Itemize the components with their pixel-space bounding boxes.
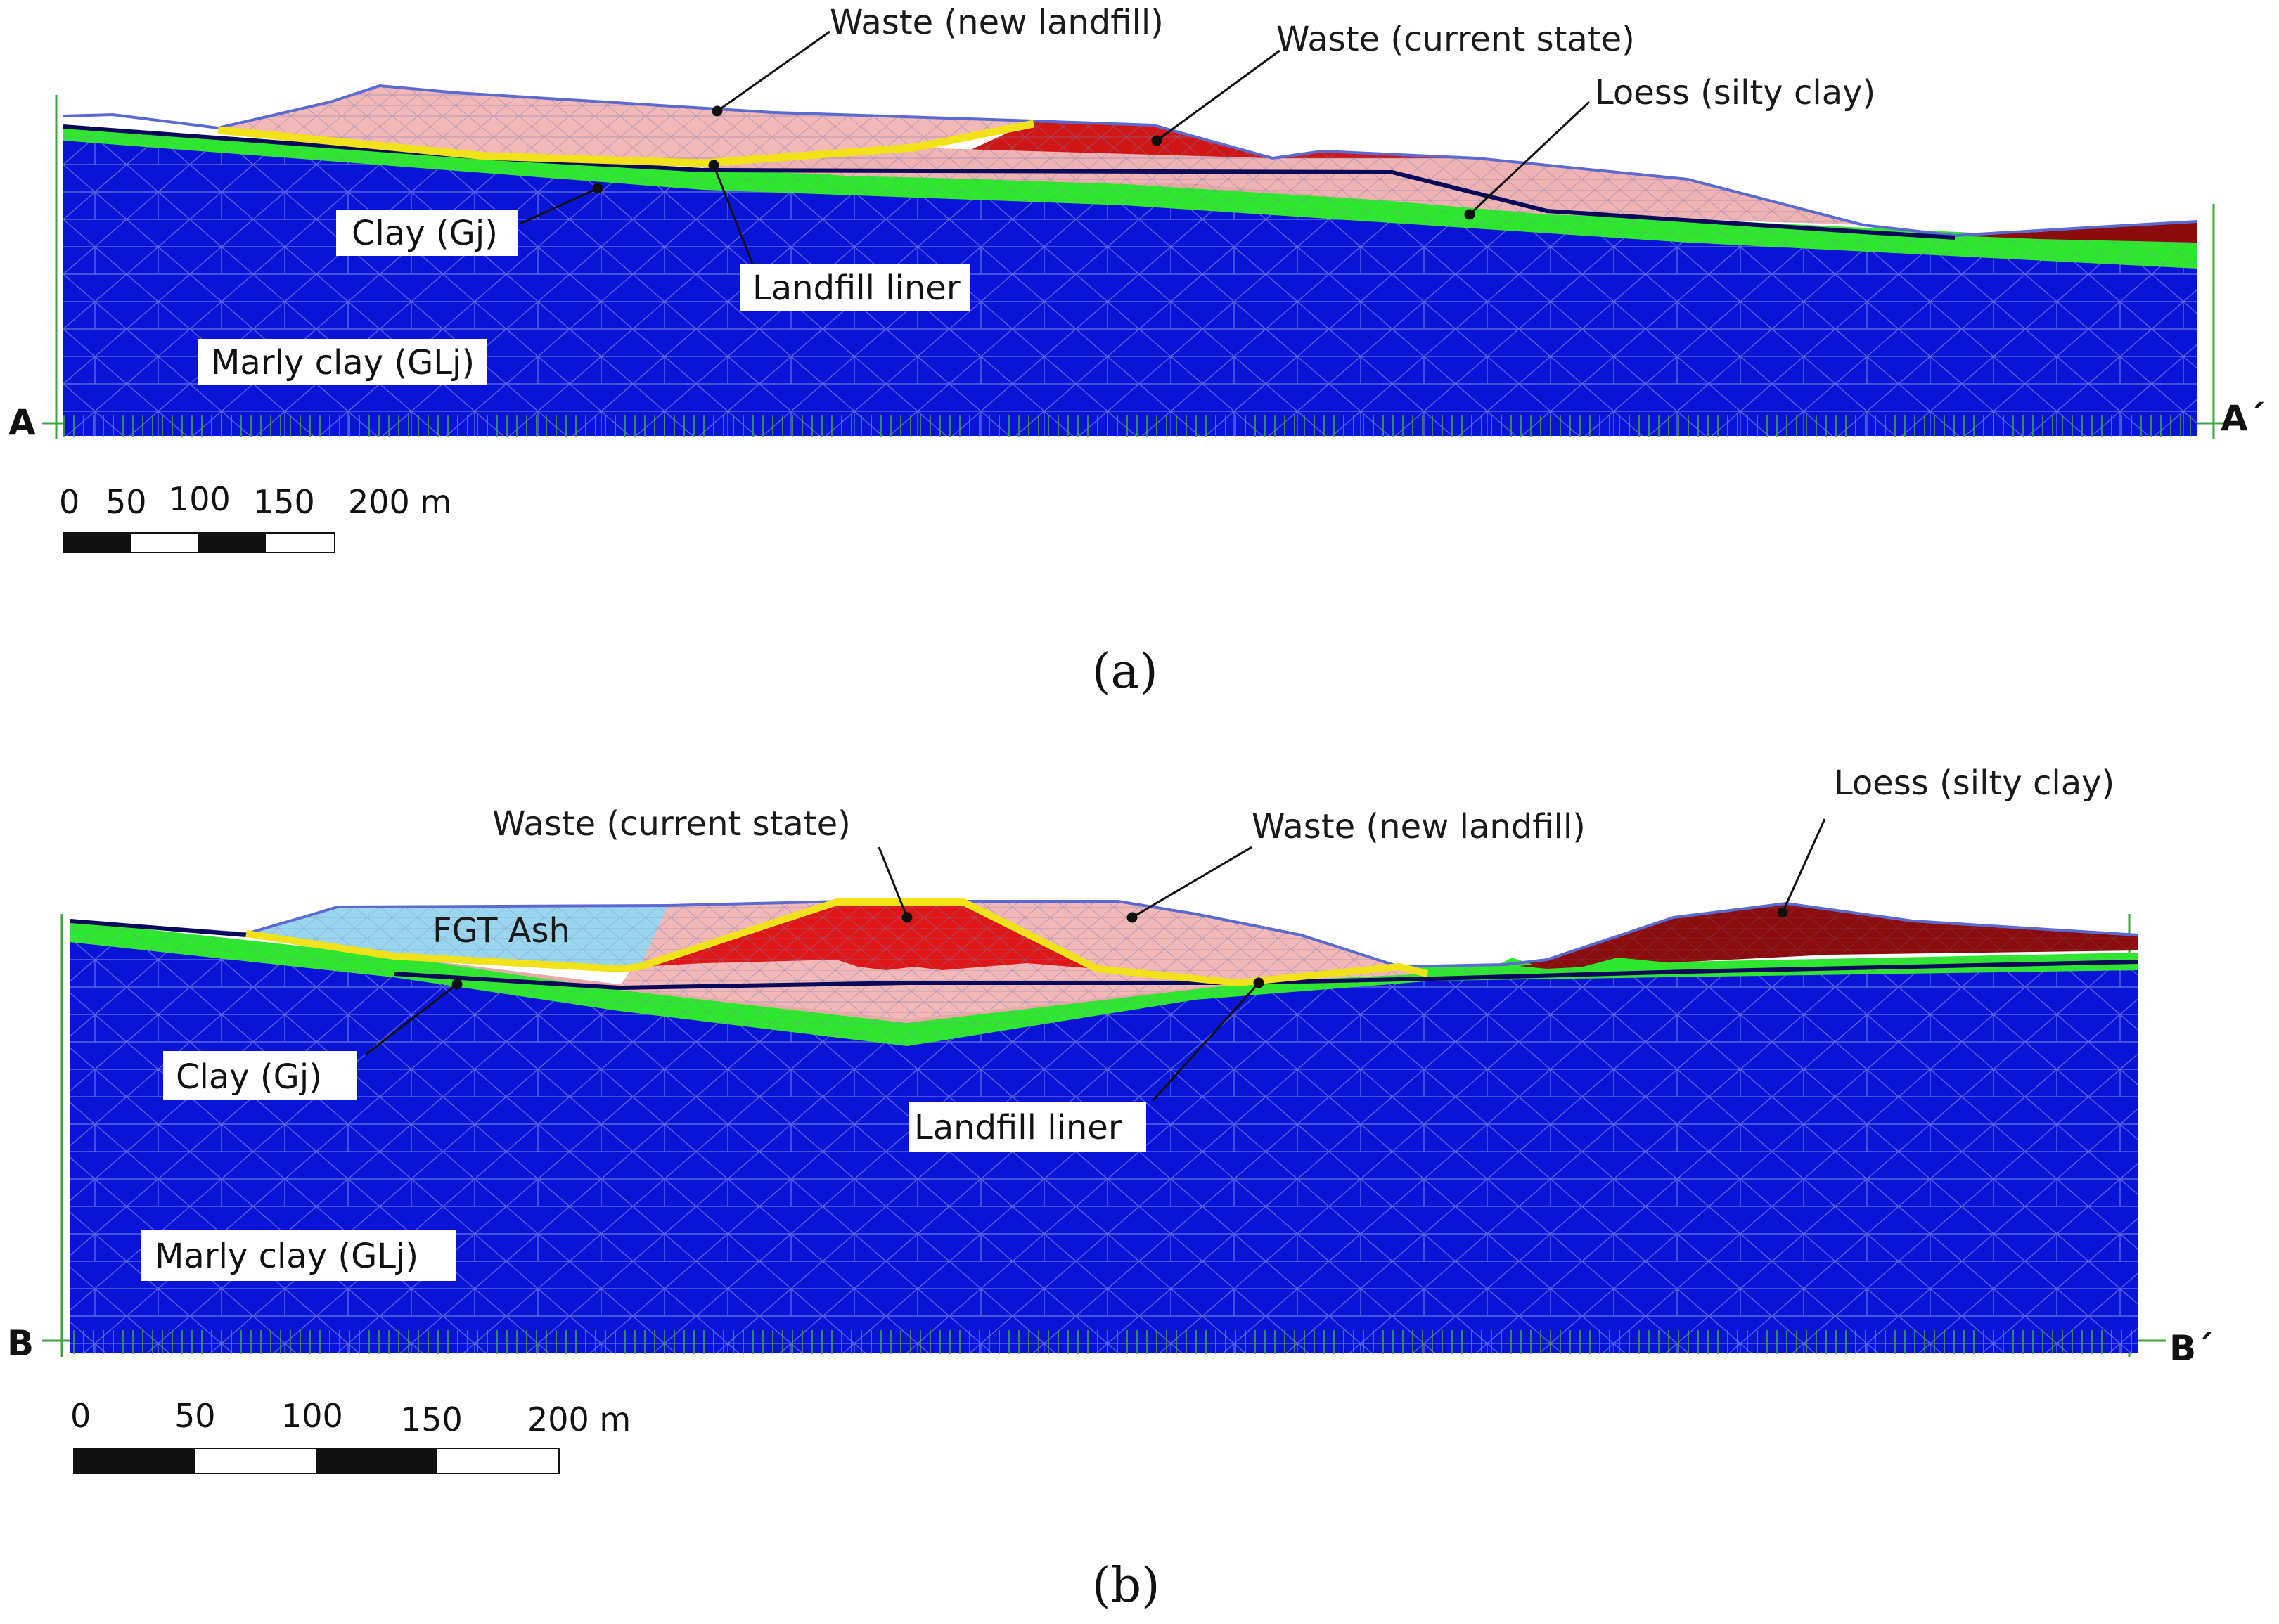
scale-tick-a-3: 150 xyxy=(253,483,315,521)
label-waste-current-b: Waste (current state) xyxy=(492,804,851,844)
leader-clay-b xyxy=(365,983,458,1056)
scale-tick-b-0: 0 xyxy=(70,1397,91,1435)
label-waste-current-a: Waste (current state) xyxy=(1276,20,1635,59)
scale-tick-b-3: 150 xyxy=(401,1400,463,1438)
marly-clay-layer-a xyxy=(63,137,2197,437)
section-end-a: A´ xyxy=(2221,398,2266,439)
scale-tick-b-4: 200 m xyxy=(527,1400,631,1438)
leader-waste-current-a xyxy=(1156,49,1280,142)
label-clay-b: Clay (Gj) xyxy=(176,1057,322,1097)
label-box-liner-b xyxy=(909,1102,1146,1152)
label-box-liner-a xyxy=(740,264,970,311)
scale-tick-a-2: 100 xyxy=(169,480,231,518)
leader-liner-a xyxy=(712,165,754,264)
leader-loess-b xyxy=(1781,818,1826,913)
label-marly-b: Marly clay (GLj) xyxy=(155,1237,418,1276)
caption-a: (a) xyxy=(1092,644,1158,700)
caption-b: (b) xyxy=(1092,1558,1160,1613)
scale-tick-b-1: 50 xyxy=(174,1397,216,1435)
section-start-b: B xyxy=(7,1323,34,1364)
leader-waste-current-b xyxy=(878,846,909,918)
scale-bar-a: 0 50 100 150 200 m xyxy=(59,480,451,553)
scale-bar-b: 0 50 100 150 200 m xyxy=(70,1397,631,1474)
scale-tick-a-0: 0 xyxy=(59,483,79,521)
leader-loess-a xyxy=(1468,101,1591,216)
panel-a: Waste (new landfill) Waste (current stat… xyxy=(8,3,2266,700)
label-box-marly-b xyxy=(141,1230,456,1281)
loess-hill-a xyxy=(1955,221,2197,243)
scale-tick-b-2: 100 xyxy=(281,1397,343,1435)
label-waste-new-a: Waste (new landfill) xyxy=(830,3,1164,42)
label-loess-a: Loess (silty clay) xyxy=(1595,73,1875,112)
label-box-marly-a xyxy=(198,339,487,385)
label-fgt-b: FGT Ash xyxy=(432,911,570,950)
label-liner-b: Landfill liner xyxy=(914,1108,1122,1147)
panel-b: Waste (current state) Waste (new landfil… xyxy=(7,763,2214,1613)
label-waste-new-b: Waste (new landfill) xyxy=(1252,807,1586,846)
leader-waste-new-a xyxy=(717,30,830,112)
label-box-clay-a xyxy=(336,210,518,256)
label-liner-a: Landfill liner xyxy=(752,269,961,308)
label-marly-a: Marly clay (GLj) xyxy=(211,343,475,382)
label-loess-b: Loess (silty clay) xyxy=(1834,763,2114,803)
label-box-clay-b xyxy=(163,1051,357,1100)
section-end-b: B´ xyxy=(2169,1328,2214,1369)
scale-tick-a-4: 200 m xyxy=(348,483,451,521)
section-start-a: A xyxy=(8,402,36,443)
leader-liner-b xyxy=(1152,981,1260,1102)
scale-tick-a-1: 50 xyxy=(105,483,147,521)
leader-waste-new-b xyxy=(1131,846,1252,919)
leader-clay-a xyxy=(520,187,598,225)
label-clay-a: Clay (Gj) xyxy=(352,214,498,253)
landfill-liner-a xyxy=(217,120,1035,167)
